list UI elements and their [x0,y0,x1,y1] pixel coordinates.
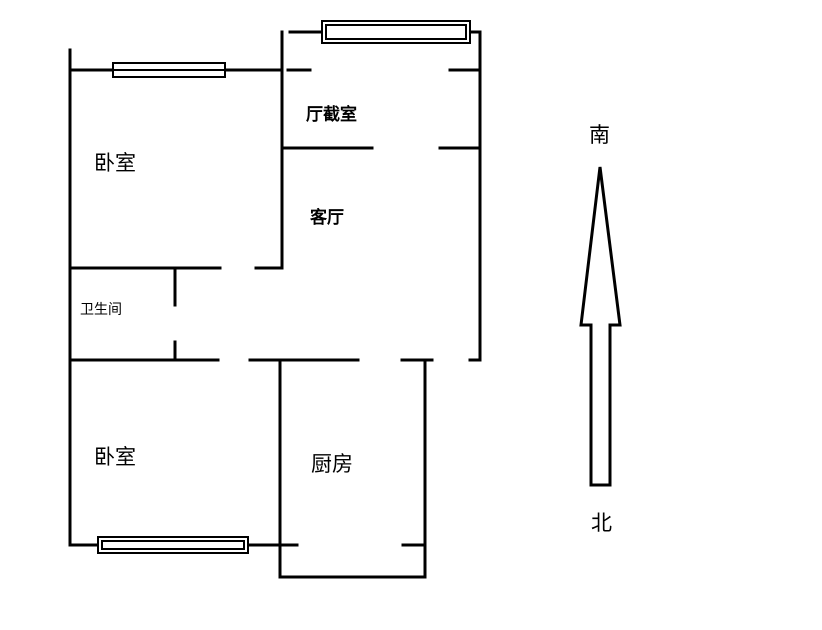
window-vestibule [321,20,471,44]
north-south-arrow-icon [579,166,622,487]
compass-label-bottom: 北 [591,511,612,535]
window-top-bedroom [112,62,226,78]
room-label-bedroom-bottom: 卧室 [94,445,136,469]
room-label-kitchen: 厨房 [311,452,353,476]
room-label-vestibule: 厅截室 [306,104,357,125]
compass-label-top: 南 [589,123,610,147]
window-bottom-bedroom [97,536,249,554]
room-label-bedroom-top: 卧室 [94,151,136,175]
room-label-bathroom: 卫生间 [80,302,122,318]
room-label-living-room: 客厅 [309,207,344,228]
walls [68,30,482,579]
